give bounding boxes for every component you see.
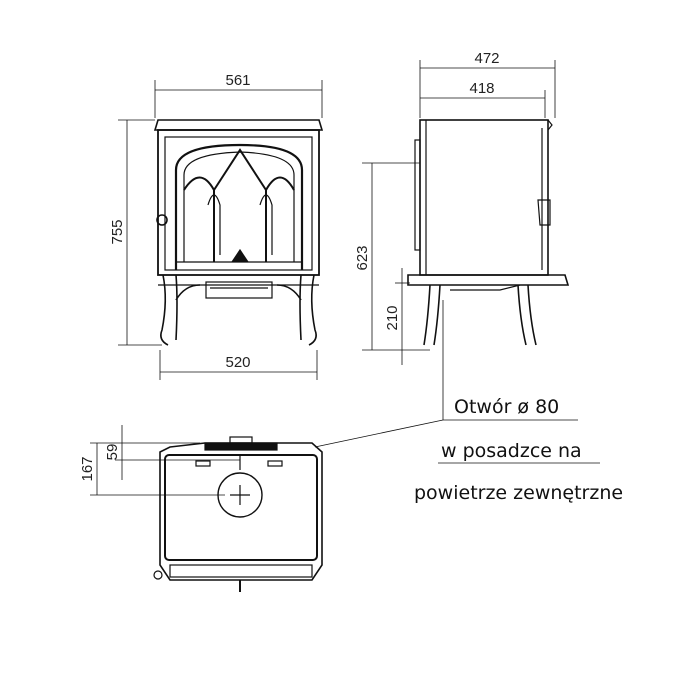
annotation-line-3: powietrze zewnętrzne bbox=[414, 482, 624, 504]
dim-side-flue-height: 623 bbox=[354, 245, 371, 270]
dim-front-height: 755 bbox=[109, 219, 126, 244]
dim-side-air-inlet-height: 210 bbox=[384, 305, 401, 330]
dim-side-depth-total: 472 bbox=[474, 50, 499, 67]
annotation-line-1: Otwór ø 80 bbox=[454, 396, 560, 418]
top-dimension-lines bbox=[90, 425, 240, 496]
front-view bbox=[153, 119, 324, 346]
front-dimension-lines bbox=[118, 80, 323, 380]
dim-side-depth-body: 418 bbox=[469, 80, 494, 97]
annotation-line-2: w posadzce na bbox=[441, 440, 582, 462]
dim-front-width-top: 561 bbox=[225, 72, 250, 89]
top-view bbox=[153, 436, 323, 592]
dim-front-width-legs: 520 bbox=[225, 354, 250, 371]
dim-top-offset-small: 59 bbox=[104, 444, 121, 461]
dim-top-offset-large: 167 bbox=[79, 456, 96, 481]
side-dimension-lines bbox=[314, 60, 600, 464]
side-view bbox=[407, 119, 570, 346]
